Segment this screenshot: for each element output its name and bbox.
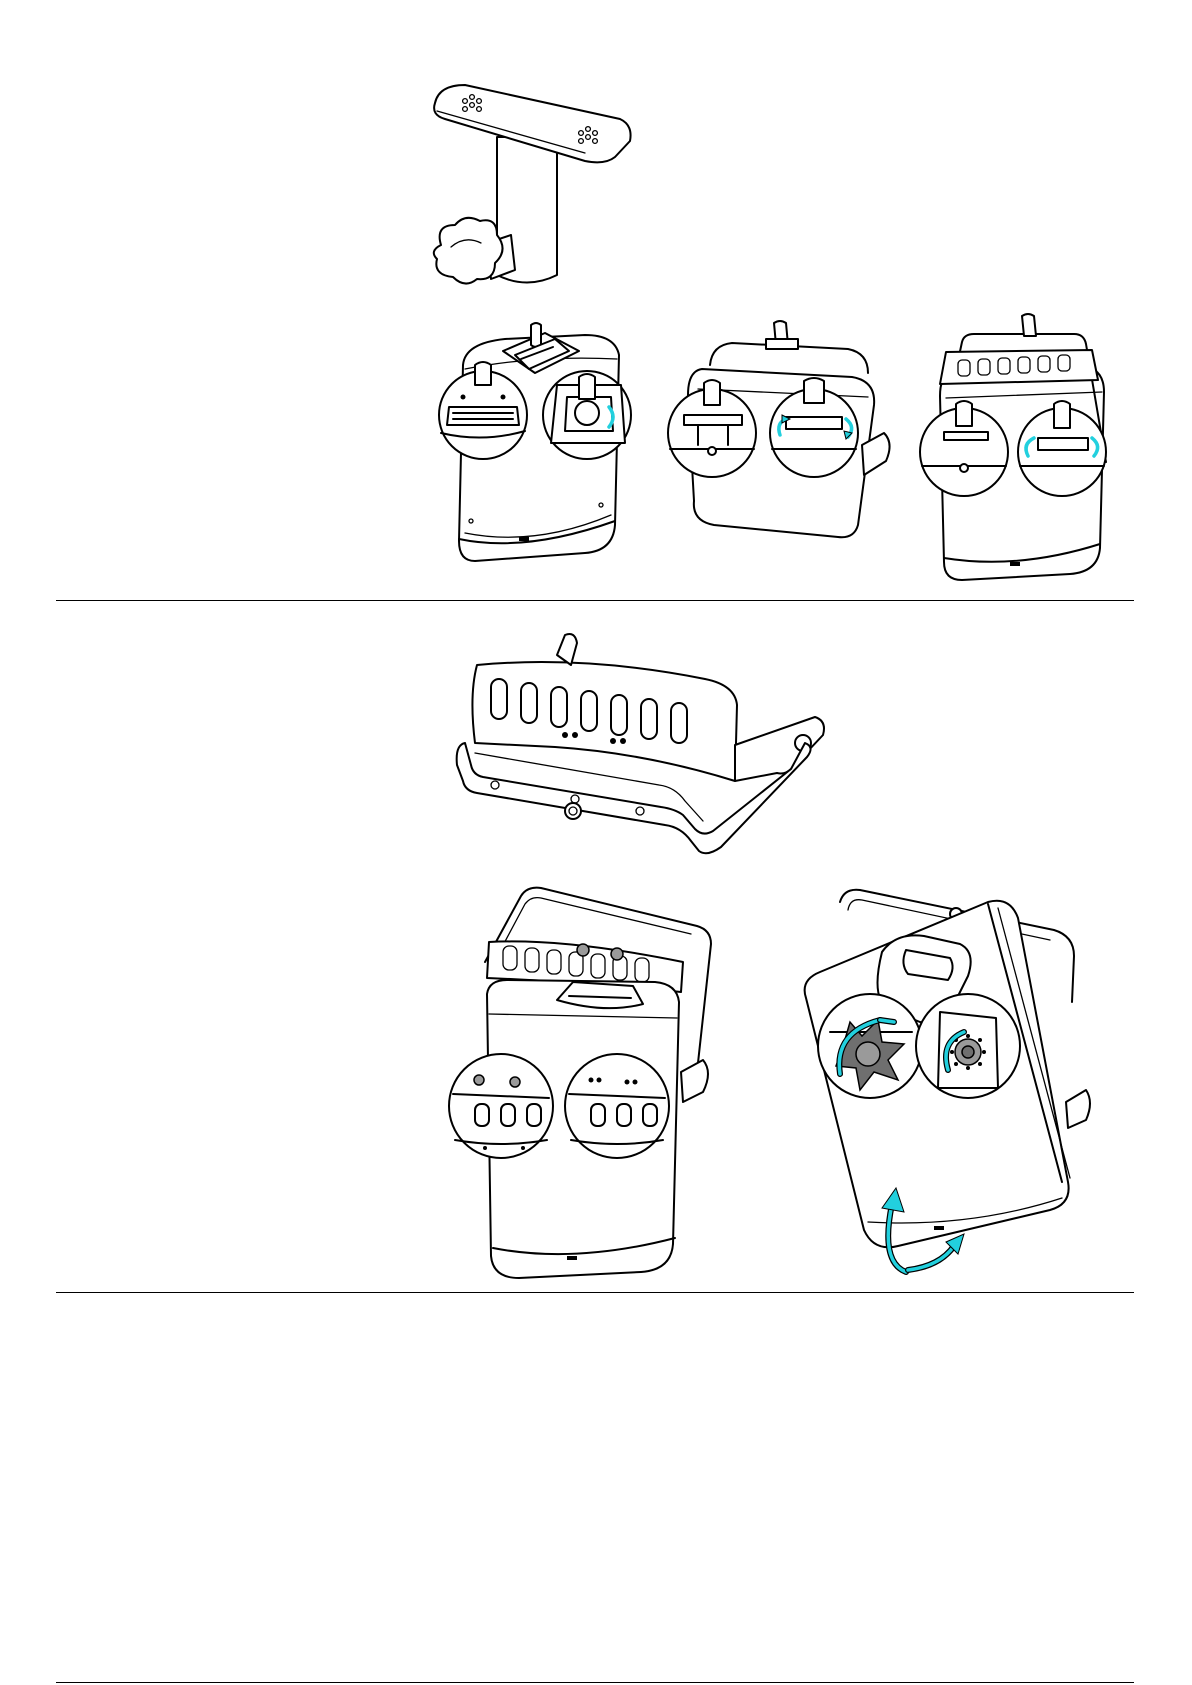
section-divider-1 xyxy=(56,600,1134,601)
pole-mount-bracket-illustration xyxy=(425,75,645,305)
section-divider-3 xyxy=(56,1682,1134,1683)
section-divider-2 xyxy=(56,1292,1134,1293)
step-3-mounted-illustration xyxy=(918,322,1118,587)
step-5-tilt-illustration xyxy=(800,882,1090,1272)
step-1-cabinet-illustration xyxy=(435,325,635,565)
u-bracket-illustration xyxy=(445,635,830,865)
step-2-yoke-illustration xyxy=(662,325,892,550)
step-4-bracket-attached-illustration xyxy=(445,882,735,1277)
